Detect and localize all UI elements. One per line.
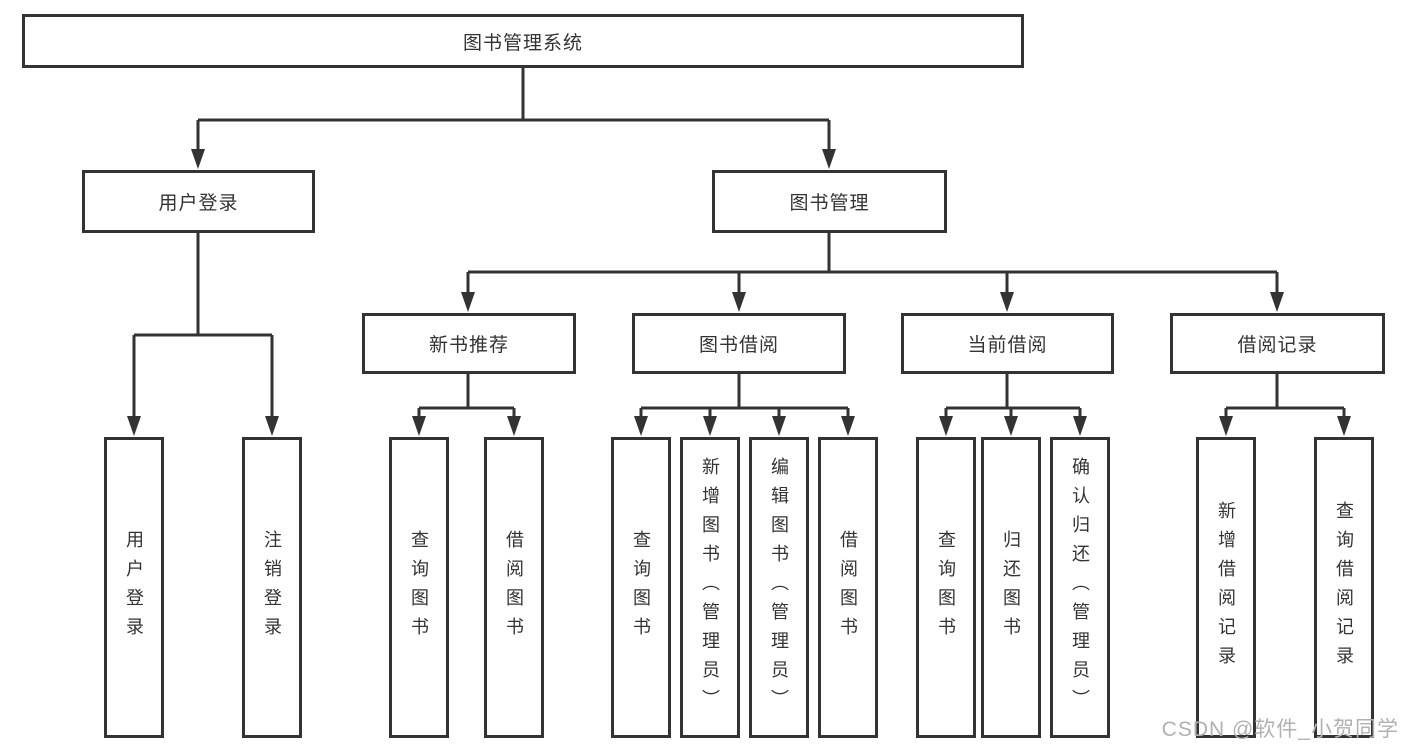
leaf-query-book-current-label: 查询图书 — [936, 529, 956, 646]
node-user-login-label: 用户登录 — [158, 193, 239, 214]
leaf-add-borrow-record-label: 新增借阅记录 — [1216, 500, 1236, 675]
leaf-user-login-label: 用户登录 — [124, 529, 144, 646]
leaf-confirm-return-admin-label: 确认归还（管理员） — [1070, 457, 1090, 718]
node-book-borrow: 图书借阅 — [632, 313, 846, 374]
node-borrow-records: 借阅记录 — [1170, 313, 1385, 374]
leaf-user-login: 用户登录 — [104, 437, 164, 738]
leaf-borrow-book: 借阅图书 — [818, 437, 878, 738]
leaf-return-book-label: 归还图书 — [1001, 529, 1021, 646]
leaf-borrow-book-label: 借阅图书 — [838, 529, 858, 646]
leaf-query-book-borrow-label: 查询图书 — [631, 529, 651, 646]
leaf-borrow-book-recommend: 借阅图书 — [484, 437, 544, 738]
node-book-management: 图书管理 — [712, 170, 947, 233]
leaf-add-borrow-record: 新增借阅记录 — [1196, 437, 1256, 738]
node-user-login: 用户登录 — [82, 170, 315, 233]
leaf-query-book-borrow: 查询图书 — [611, 437, 671, 738]
node-current-borrow: 当前借阅 — [901, 313, 1114, 374]
node-new-book-recommend: 新书推荐 — [362, 313, 576, 374]
leaf-return-book: 归还图书 — [981, 437, 1041, 738]
leaf-query-borrow-record: 查询借阅记录 — [1314, 437, 1374, 738]
leaf-add-book-admin: 新增图书（管理员） — [680, 437, 740, 738]
node-book-management-label: 图书管理 — [789, 193, 870, 214]
leaf-query-book-current: 查询图书 — [916, 437, 976, 738]
node-root: 图书管理系统 — [22, 14, 1024, 68]
node-new-book-recommend-label: 新书推荐 — [428, 335, 509, 356]
arrowheads — [127, 149, 1351, 436]
leaf-query-book-recommend: 查询图书 — [389, 437, 449, 738]
leaf-logout-label: 注销登录 — [262, 529, 282, 646]
leaf-edit-book-admin: 编辑图书（管理员） — [749, 437, 809, 738]
leaf-query-borrow-record-label: 查询借阅记录 — [1334, 500, 1354, 675]
leaf-add-book-admin-label: 新增图书（管理员） — [700, 457, 720, 718]
node-current-borrow-label: 当前借阅 — [967, 335, 1048, 356]
node-book-borrow-label: 图书借阅 — [698, 335, 779, 356]
watermark: CSDN @软件_小贺同学 — [1161, 718, 1399, 741]
leaf-logout: 注销登录 — [242, 437, 302, 738]
node-root-label: 图书管理系统 — [462, 32, 583, 54]
leaf-edit-book-admin-label: 编辑图书（管理员） — [769, 457, 789, 718]
leaf-confirm-return-admin: 确认归还（管理员） — [1050, 437, 1110, 738]
leaf-query-book-recommend-label: 查询图书 — [409, 529, 429, 646]
leaf-borrow-book-recommend-label: 借阅图书 — [504, 529, 524, 646]
node-borrow-records-label: 借阅记录 — [1237, 335, 1318, 356]
